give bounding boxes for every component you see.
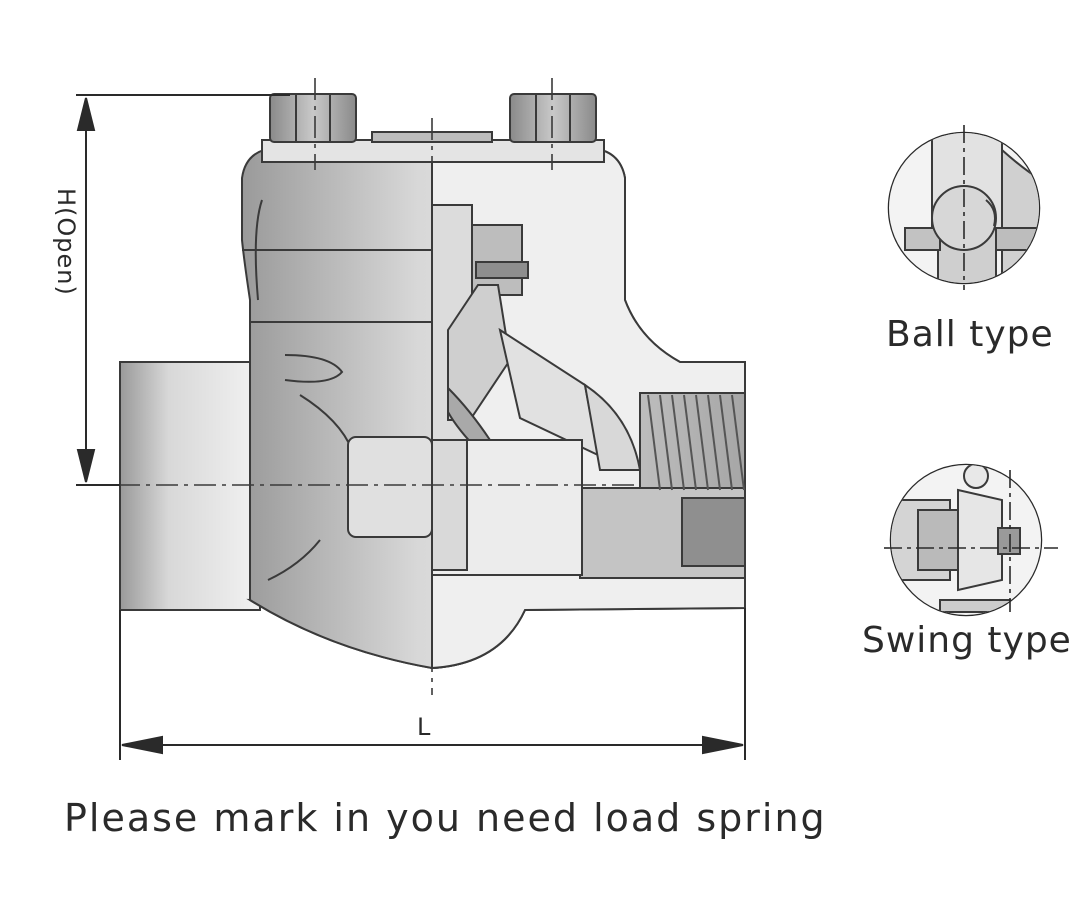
dimension-h [76, 94, 290, 486]
swing-type-detail [884, 463, 1058, 617]
center-lines [80, 78, 640, 695]
body-details [242, 199, 433, 581]
swing-type-label: Swing type [862, 620, 1072, 661]
height-dimension-label: H(Open) [52, 188, 80, 296]
dimension-l [119, 608, 746, 760]
ball-type-label: Ball type [886, 314, 1054, 355]
drawing-caption: Please mark in you need load spring [64, 796, 827, 840]
section-cut [431, 147, 746, 670]
inlet-port [119, 361, 261, 611]
bonnet-bolt-right [509, 93, 597, 143]
outlet-threads [647, 394, 745, 491]
ball-type-detail [887, 125, 1041, 290]
length-dimension-label: L [417, 713, 431, 741]
bonnet-bolt-left [269, 93, 357, 143]
